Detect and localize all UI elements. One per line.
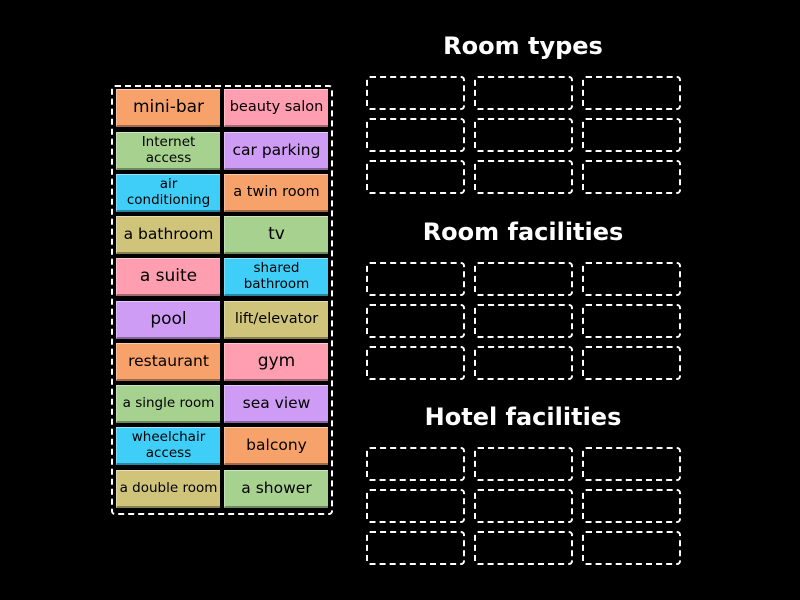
tile-tray — [111, 85, 333, 515]
tile-a-twin-room[interactable]: a twin room — [224, 174, 328, 212]
tile-label: sea view — [242, 394, 311, 413]
group-title-room-types: Room types — [443, 32, 603, 60]
tile-label: shared bathroom — [243, 259, 310, 292]
tile-restaurant[interactable]: restaurant — [116, 343, 220, 381]
drop-slot-hotel-facilities[interactable] — [582, 489, 681, 523]
drop-slot-room-facilities[interactable] — [582, 346, 681, 380]
tile-label: pool — [150, 308, 187, 329]
tile-label: a single room — [122, 394, 215, 411]
drop-slot-hotel-facilities[interactable] — [474, 489, 573, 523]
drop-slot-hotel-facilities[interactable] — [366, 489, 465, 523]
tile-label: air conditioning — [126, 175, 211, 208]
drop-slot-hotel-facilities[interactable] — [366, 531, 465, 565]
drop-slot-room-types[interactable] — [474, 76, 573, 110]
tile-label: Internet access — [141, 133, 196, 166]
tile-label: mini-bar — [132, 96, 205, 117]
tile-label: lift/elevator — [234, 310, 319, 327]
drop-slot-room-types[interactable] — [582, 118, 681, 152]
tile-wheelchair-access[interactable]: wheelchair access — [116, 427, 220, 465]
tile-pool[interactable]: pool — [116, 301, 220, 339]
tile-beauty-salon[interactable]: beauty salon — [224, 89, 328, 127]
tile-label: a suite — [139, 265, 198, 286]
drop-slot-room-types[interactable] — [366, 160, 465, 194]
tile-label: car parking — [232, 141, 321, 160]
tile-label: balcony — [246, 436, 307, 455]
tile-label: a double room — [119, 479, 218, 496]
drop-slot-room-facilities[interactable] — [474, 262, 573, 296]
drop-slot-room-types[interactable] — [474, 160, 573, 194]
tile-label: gym — [257, 350, 296, 371]
tile-balcony[interactable]: balcony — [224, 427, 328, 465]
group-title-room-facilities: Room facilities — [422, 218, 624, 246]
tile-mini-bar[interactable]: mini-bar — [116, 89, 220, 127]
drop-slot-room-facilities[interactable] — [474, 346, 573, 380]
tile-car-parking[interactable]: car parking — [224, 132, 328, 170]
tile-shared-bathroom[interactable]: shared bathroom — [224, 258, 328, 296]
drop-slot-hotel-facilities[interactable] — [474, 447, 573, 481]
tile-label: beauty salon — [229, 98, 324, 115]
drop-slot-room-facilities[interactable] — [582, 262, 681, 296]
tile-label: tv — [268, 223, 285, 244]
tile-sea-view[interactable]: sea view — [224, 385, 328, 423]
tile-lift-elevator[interactable]: lift/elevator — [224, 301, 328, 339]
tile-a-bathroom[interactable]: a bathroom — [116, 216, 220, 254]
drop-slot-room-facilities[interactable] — [366, 304, 465, 338]
drop-slot-room-facilities[interactable] — [366, 346, 465, 380]
tile-tv[interactable]: tv — [224, 216, 328, 254]
tile-label: restaurant — [128, 352, 209, 371]
drop-slot-hotel-facilities[interactable] — [474, 531, 573, 565]
tile-internet-access[interactable]: Internet access — [116, 132, 220, 170]
drop-slot-room-facilities[interactable] — [582, 304, 681, 338]
group-title-hotel-facilities: Hotel facilities — [424, 403, 622, 431]
tile-a-double-room[interactable]: a double room — [116, 470, 220, 508]
drop-slot-hotel-facilities[interactable] — [582, 447, 681, 481]
drop-slot-room-facilities[interactable] — [366, 262, 465, 296]
tile-label: a twin room — [233, 183, 320, 200]
drop-slot-room-facilities[interactable] — [474, 304, 573, 338]
drop-slot-hotel-facilities[interactable] — [582, 531, 681, 565]
tile-label: a bathroom — [123, 225, 214, 244]
drop-slot-room-types[interactable] — [582, 160, 681, 194]
drop-slot-room-types[interactable] — [474, 118, 573, 152]
tile-a-shower[interactable]: a shower — [224, 470, 328, 508]
drop-slot-room-types[interactable] — [366, 76, 465, 110]
tile-air-conditioning[interactable]: air conditioning — [116, 174, 220, 212]
drop-slot-room-types[interactable] — [582, 76, 681, 110]
tile-a-single-room[interactable]: a single room — [116, 385, 220, 423]
tile-label: a shower — [241, 479, 312, 498]
drop-slot-hotel-facilities[interactable] — [366, 447, 465, 481]
tile-a-suite[interactable]: a suite — [116, 258, 220, 296]
drop-slot-room-types[interactable] — [366, 118, 465, 152]
tile-label: wheelchair access — [131, 428, 206, 461]
tile-gym[interactable]: gym — [224, 343, 328, 381]
